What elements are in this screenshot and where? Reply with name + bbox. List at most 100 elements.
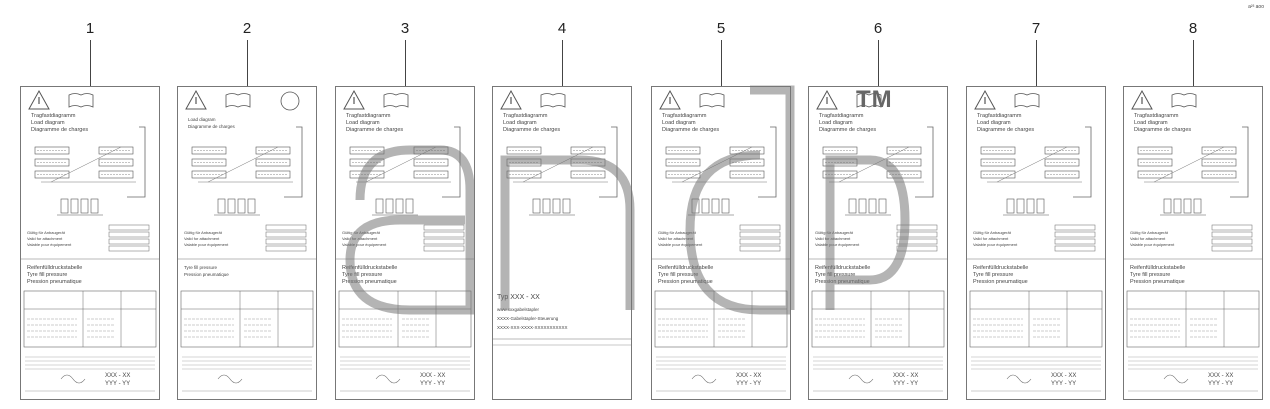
warning-icon — [28, 89, 50, 110]
load-value-box — [980, 158, 1016, 167]
load-value-box — [1137, 170, 1173, 179]
load-value-box — [665, 146, 701, 155]
attachment-line: Gültig für Anbaugerät — [658, 230, 697, 235]
attachment-value-box — [1211, 224, 1253, 231]
footer-code: YYY - YY — [893, 381, 918, 387]
attachment-line: Valid for attachment — [1130, 236, 1166, 241]
attachment-line: Gültig für Anbaugerät — [815, 230, 854, 235]
pressure-title-line: Tyre fill pressure — [1130, 272, 1170, 278]
fork-position-box — [721, 198, 730, 214]
callout-leader — [1036, 40, 1037, 86]
diagram-title-line: Diagramme de charges — [346, 127, 403, 133]
attachment-line: Valable pour équipement — [1130, 242, 1175, 247]
fork-position-box — [878, 198, 887, 214]
footer-code: XXX - XX — [1051, 373, 1076, 379]
info-line: www.xxxgabelstapler — [497, 307, 540, 312]
attachment-value-box — [739, 245, 781, 252]
attachment-value-box — [1054, 245, 1096, 252]
attachment-line: Valable pour équipement — [184, 242, 229, 247]
mast-outline — [127, 126, 146, 198]
load-value-box — [191, 170, 227, 179]
pressure-table — [180, 290, 314, 348]
pressure-table — [969, 290, 1103, 348]
fork-position-box — [1026, 198, 1035, 214]
diagram-title-line: Diagramme de charges — [977, 127, 1034, 133]
load-value-box — [980, 146, 1016, 155]
attachment-line: Gültig für Anbaugerät — [973, 230, 1012, 235]
fork-position-box — [405, 198, 414, 214]
signature-mark — [1163, 374, 1189, 384]
attachment-value-box — [108, 231, 150, 238]
manual-book-icon — [68, 93, 94, 108]
fork-position-box — [1006, 198, 1015, 214]
manual-book-icon — [856, 93, 882, 108]
fork-position-box — [90, 198, 99, 214]
warning-icon — [343, 89, 365, 110]
attachment-value-box — [896, 224, 938, 231]
attachment-value-box — [423, 245, 465, 252]
pressure-title-line: Reifenfülldruckstabelle — [342, 265, 397, 271]
signature-mark — [375, 374, 401, 384]
load-value-box — [98, 170, 134, 179]
callout-number: 7 — [1031, 20, 1041, 37]
load-value-box — [191, 146, 227, 155]
warning-icon — [659, 89, 681, 110]
load-value-box — [822, 146, 858, 155]
mast-outline — [284, 126, 303, 198]
load-value-box — [506, 146, 542, 155]
type-line: Typ XXX - XX — [497, 294, 540, 301]
load-value-box — [980, 170, 1016, 179]
pressure-title-line: Pression pneumatique — [27, 279, 82, 285]
fork-position-box — [80, 198, 89, 214]
diagram-title-line: Tragfastdiagramm — [977, 113, 1022, 119]
fork-position-box — [247, 198, 256, 214]
pressure-title-line: Pression pneumatique — [184, 272, 229, 277]
pressure-title-line: Tyre fill pressure — [342, 272, 382, 278]
attachment-value-box — [1054, 224, 1096, 231]
load-value-box — [34, 170, 70, 179]
attachment-value-box — [423, 231, 465, 238]
callout-leader — [1193, 40, 1194, 86]
callout-leader — [721, 40, 722, 86]
diagram-title-line: Tragfastdiagramm — [346, 113, 391, 119]
pressure-title-line: Reifenfülldruckstabelle — [815, 265, 870, 271]
fork-position-box — [691, 198, 700, 214]
callout-number: 8 — [1188, 20, 1198, 37]
signature-mark — [60, 374, 86, 384]
pressure-table — [23, 290, 157, 348]
fork-position-box — [532, 198, 541, 214]
pressure-title-line: Reifenfülldruckstabelle — [27, 265, 82, 271]
load-value-box — [191, 158, 227, 167]
attachment-line: Valable pour équipement — [658, 242, 703, 247]
attachment-value-box — [265, 238, 307, 245]
callout-number: 3 — [400, 20, 410, 37]
mast-outline — [599, 126, 618, 198]
pressure-title-line: Reifenfülldruckstabelle — [973, 265, 1028, 271]
info-line: XXXX-Gabelstapler-Steuerung — [497, 316, 559, 321]
attachment-value-box — [108, 224, 150, 231]
attachment-value-box — [739, 238, 781, 245]
mast-outline — [1073, 126, 1092, 198]
footer-code: YYY - YY — [1051, 381, 1076, 387]
diagram-title-line: Diagramme de charges — [819, 127, 876, 133]
callout-number: 6 — [873, 20, 883, 37]
fork-position-box — [1173, 198, 1182, 214]
callout-number: 4 — [557, 20, 567, 37]
fork-position-box — [237, 198, 246, 214]
diagram-title-line: Load diagram — [503, 120, 537, 126]
fork-position-box — [227, 198, 236, 214]
attachment-value-box — [896, 245, 938, 252]
attachment-value-box — [1054, 238, 1096, 245]
manual-book-icon — [540, 93, 566, 108]
pressure-title-line: Tyre fill pressure — [184, 265, 218, 270]
diagram-title-line: Load diagram — [977, 120, 1011, 126]
diagram-title-line: Load diagram — [188, 117, 216, 122]
